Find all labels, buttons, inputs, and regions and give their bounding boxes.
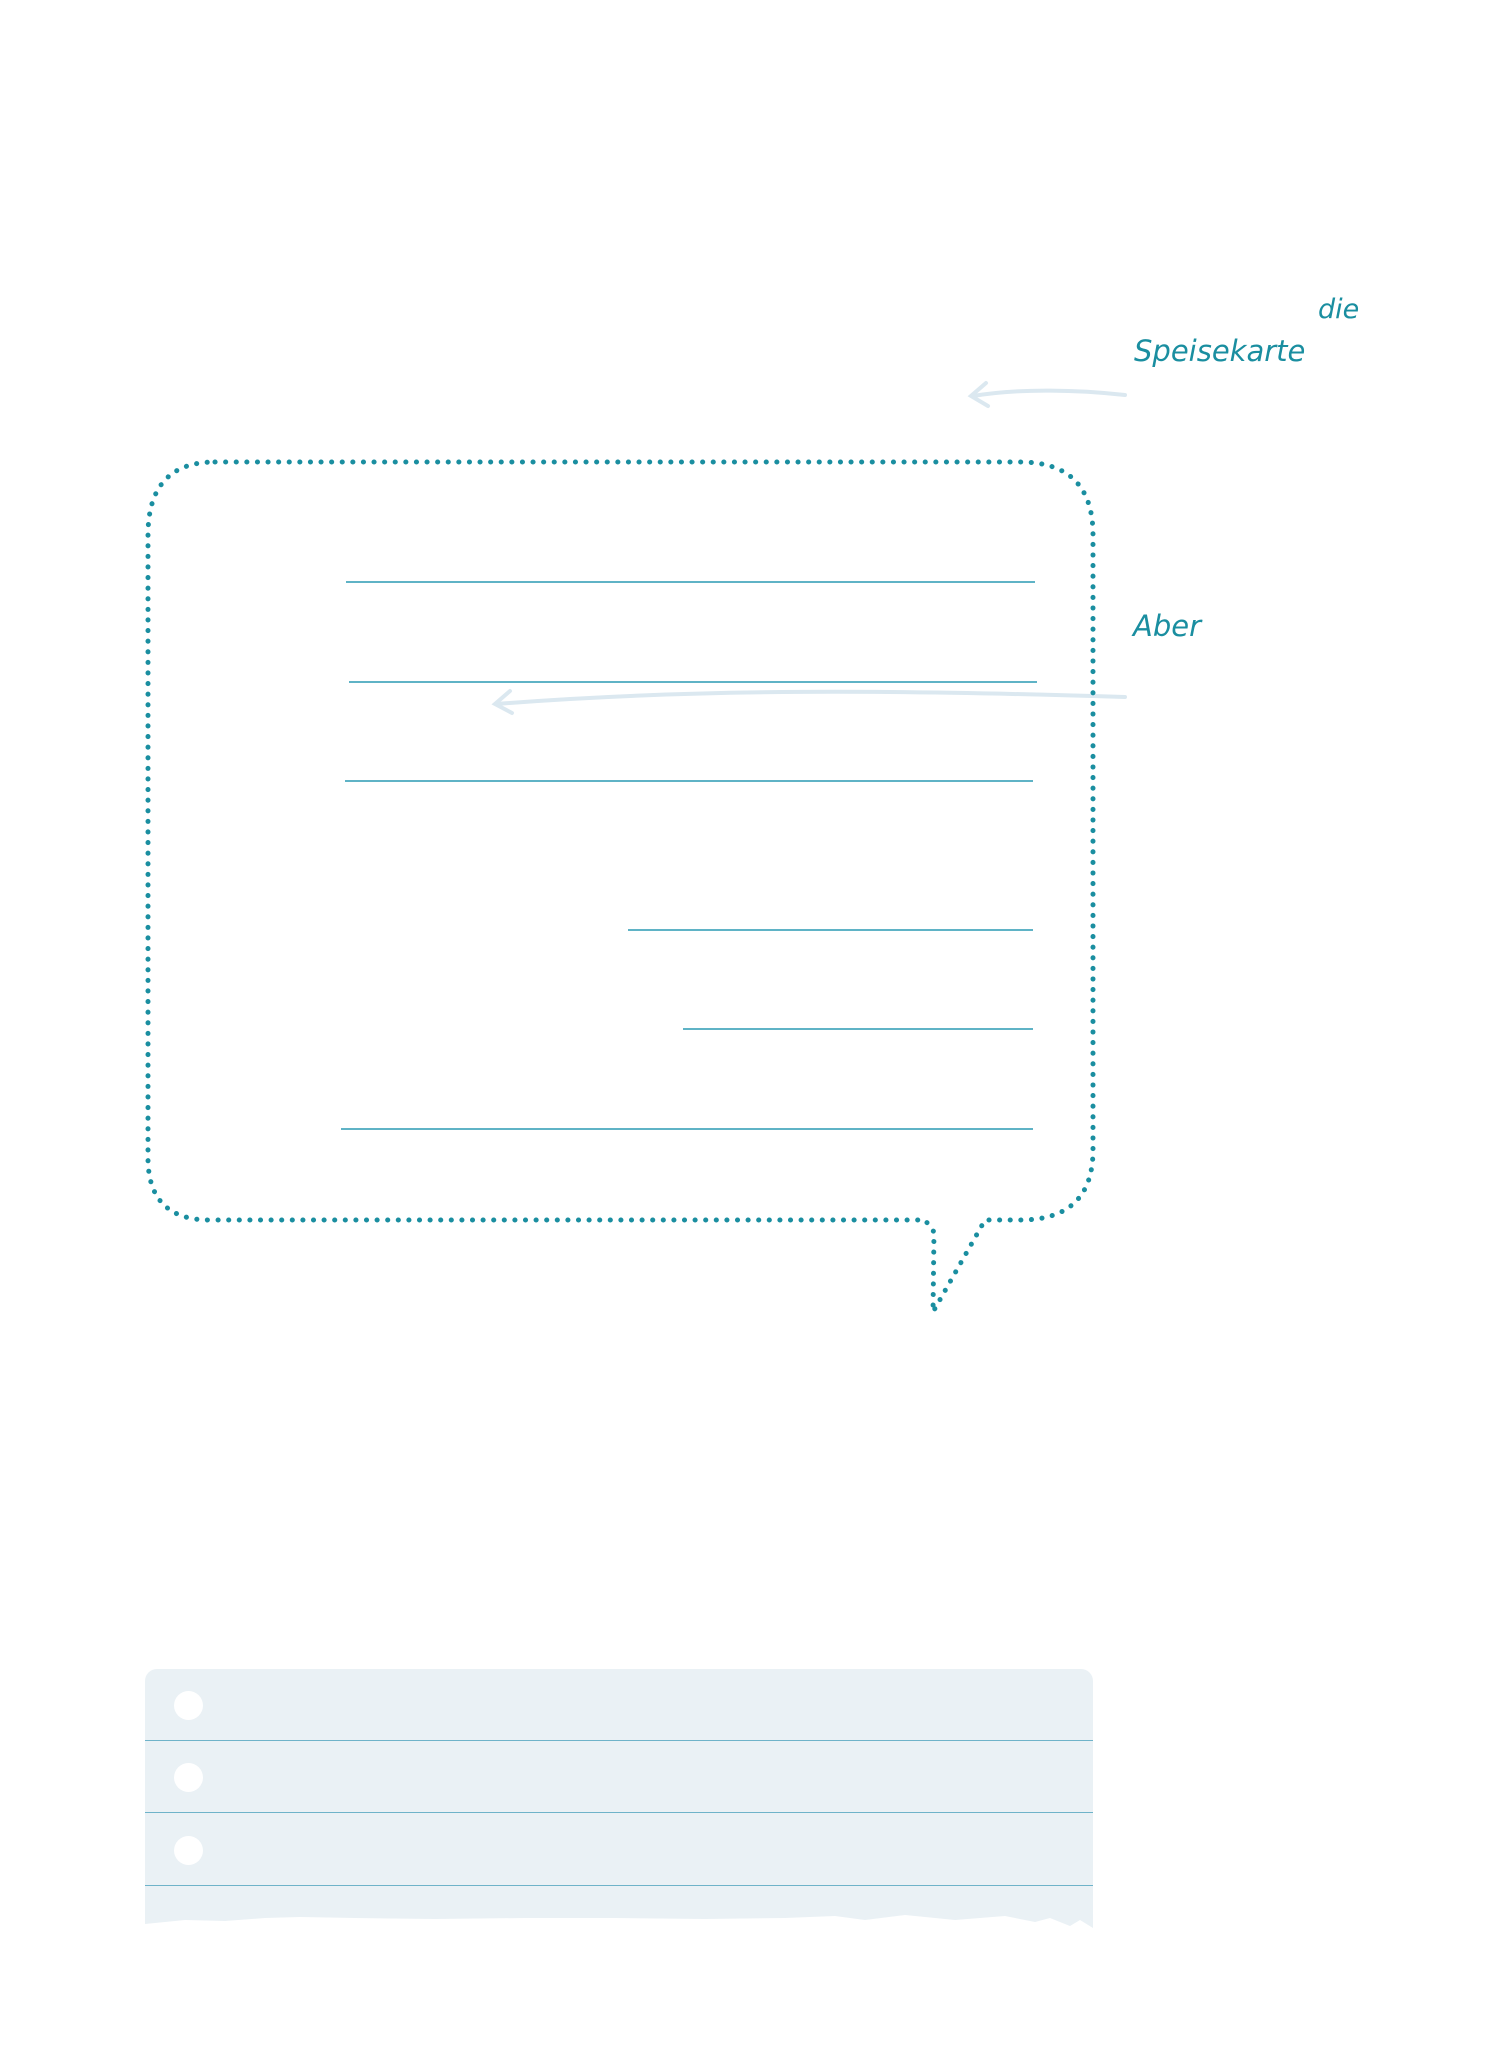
checklist-row[interactable] xyxy=(145,1814,1093,1886)
annotation-connector: Aber xyxy=(1133,609,1202,643)
arrow-icon xyxy=(967,381,1127,408)
bullet-icon xyxy=(174,1836,203,1865)
checklist-row[interactable] xyxy=(145,1669,1093,1741)
arrow-icon xyxy=(491,689,1127,715)
checklist-panel xyxy=(145,1669,1093,1914)
checklist-row[interactable] xyxy=(145,1741,1093,1813)
speech-bubble-outline xyxy=(145,459,1096,1314)
bullet-icon xyxy=(174,1691,203,1720)
annotation-noun: Speisekarte xyxy=(1134,334,1306,368)
torn-paper-edge xyxy=(145,1898,1093,1928)
annotation-article: die xyxy=(1318,294,1360,325)
bullet-icon xyxy=(174,1763,203,1792)
